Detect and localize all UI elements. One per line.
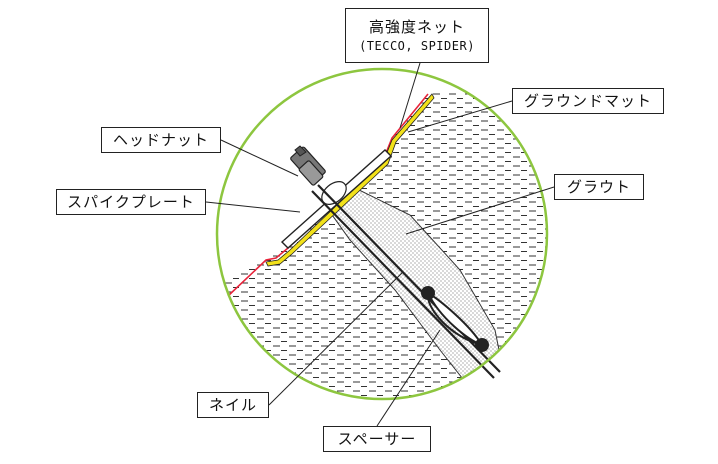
label-grout: グラウト bbox=[554, 174, 644, 200]
soil-region bbox=[217, 90, 547, 399]
head-nut-shape bbox=[290, 145, 326, 186]
ground-mat-band bbox=[265, 93, 435, 267]
label-spacer-text: スペーサー bbox=[337, 430, 417, 448]
label-net-sub: (TECCO, SPIDER) bbox=[359, 38, 475, 53]
label-spike-plate-text: スパイクプレート bbox=[67, 193, 195, 211]
label-net-main: 高強度ネット bbox=[368, 17, 465, 36]
label-high-strength-net: 高強度ネット (TECCO, SPIDER) bbox=[345, 8, 489, 63]
label-ground-mat-text: グラウンドマット bbox=[523, 92, 652, 110]
label-head-nut: ヘッドナット bbox=[101, 127, 221, 153]
label-spacer: スペーサー bbox=[323, 426, 431, 452]
label-nail: ネイル bbox=[197, 392, 269, 418]
detail-circle bbox=[215, 67, 549, 401]
label-grout-text: グラウト bbox=[566, 178, 631, 196]
label-head-nut-text: ヘッドナット bbox=[112, 131, 209, 149]
label-spike-plate: スパイクプレート bbox=[56, 189, 206, 215]
label-ground-mat: グラウンドマット bbox=[512, 88, 664, 114]
label-nail-text: ネイル bbox=[208, 396, 257, 414]
leader-lines bbox=[205, 62, 555, 427]
spacer-shape bbox=[421, 286, 489, 352]
